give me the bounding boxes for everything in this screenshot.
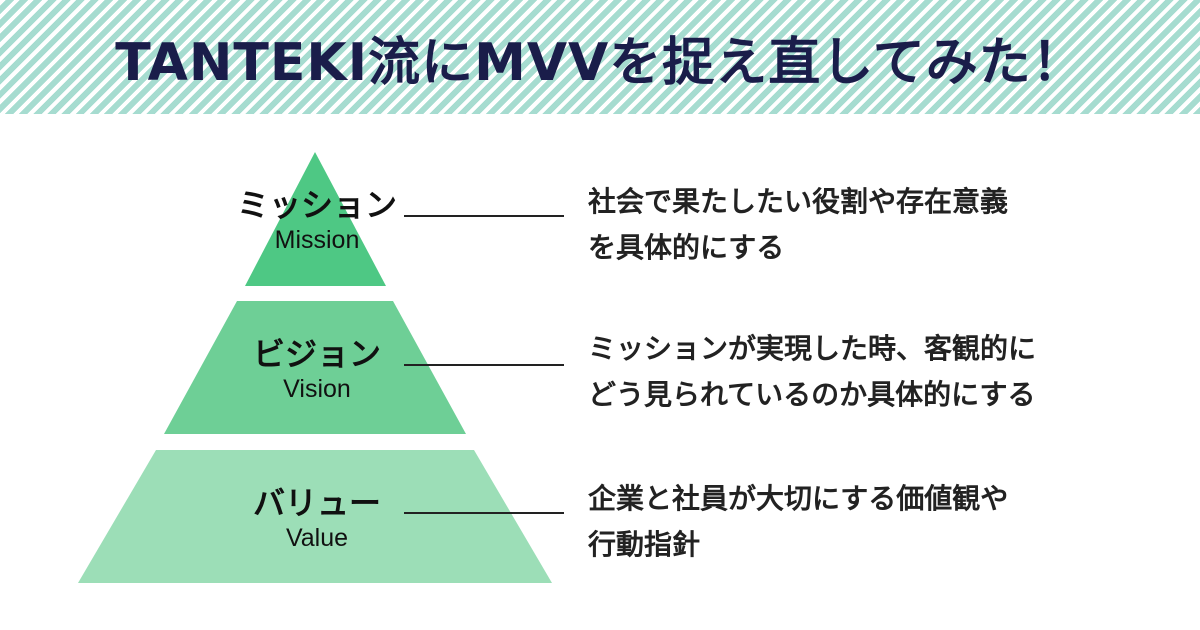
description-vision: ミッションが実現した時、客観的に どう見られているのか具体的にする — [588, 326, 1178, 418]
tier-label-value: バリュー Value — [197, 483, 437, 553]
page-title: TANTEKI流にMVVを捉え直してみた！ — [115, 32, 1085, 93]
tier-name-ja: ミッション — [236, 186, 397, 224]
description-line: どう見られているのか具体的にする — [588, 378, 1036, 411]
tier-name-en: Value — [285, 524, 349, 552]
description-mission: 社会で果たしたい役割や存在意義 を具体的にする — [588, 179, 1178, 271]
tier-name-ja: バリュー — [252, 484, 381, 522]
tier-name-ja: ビジョン — [252, 335, 381, 373]
tier-name-en: Mission — [274, 226, 360, 254]
pyramid-tier-mission — [245, 152, 386, 286]
description-line: 社会で果たしたい役割や存在意義 — [588, 185, 1009, 218]
description-line: 行動指針 — [588, 528, 701, 561]
connector-line-vision — [404, 364, 564, 366]
pyramid-tier-vision — [164, 301, 466, 434]
connector-line-value — [404, 512, 564, 514]
tier-name-en: Vision — [283, 375, 351, 403]
description-line: を具体的にする — [588, 231, 785, 264]
description-value: 企業と社員が大切にする価値観や 行動指針 — [588, 476, 1178, 568]
connector-line-mission — [404, 215, 564, 217]
header-banner: TANTEKI流にMVVを捉え直してみた！ — [0, 0, 1200, 114]
tier-label-vision: ビジョン Vision — [197, 334, 437, 404]
description-line: 企業と社員が大切にする価値観や — [588, 482, 1009, 515]
tier-label-mission: ミッション Mission — [197, 185, 437, 255]
description-line: ミッションが実現した時、客観的に — [588, 332, 1037, 365]
pyramid-tier-value — [78, 450, 552, 583]
